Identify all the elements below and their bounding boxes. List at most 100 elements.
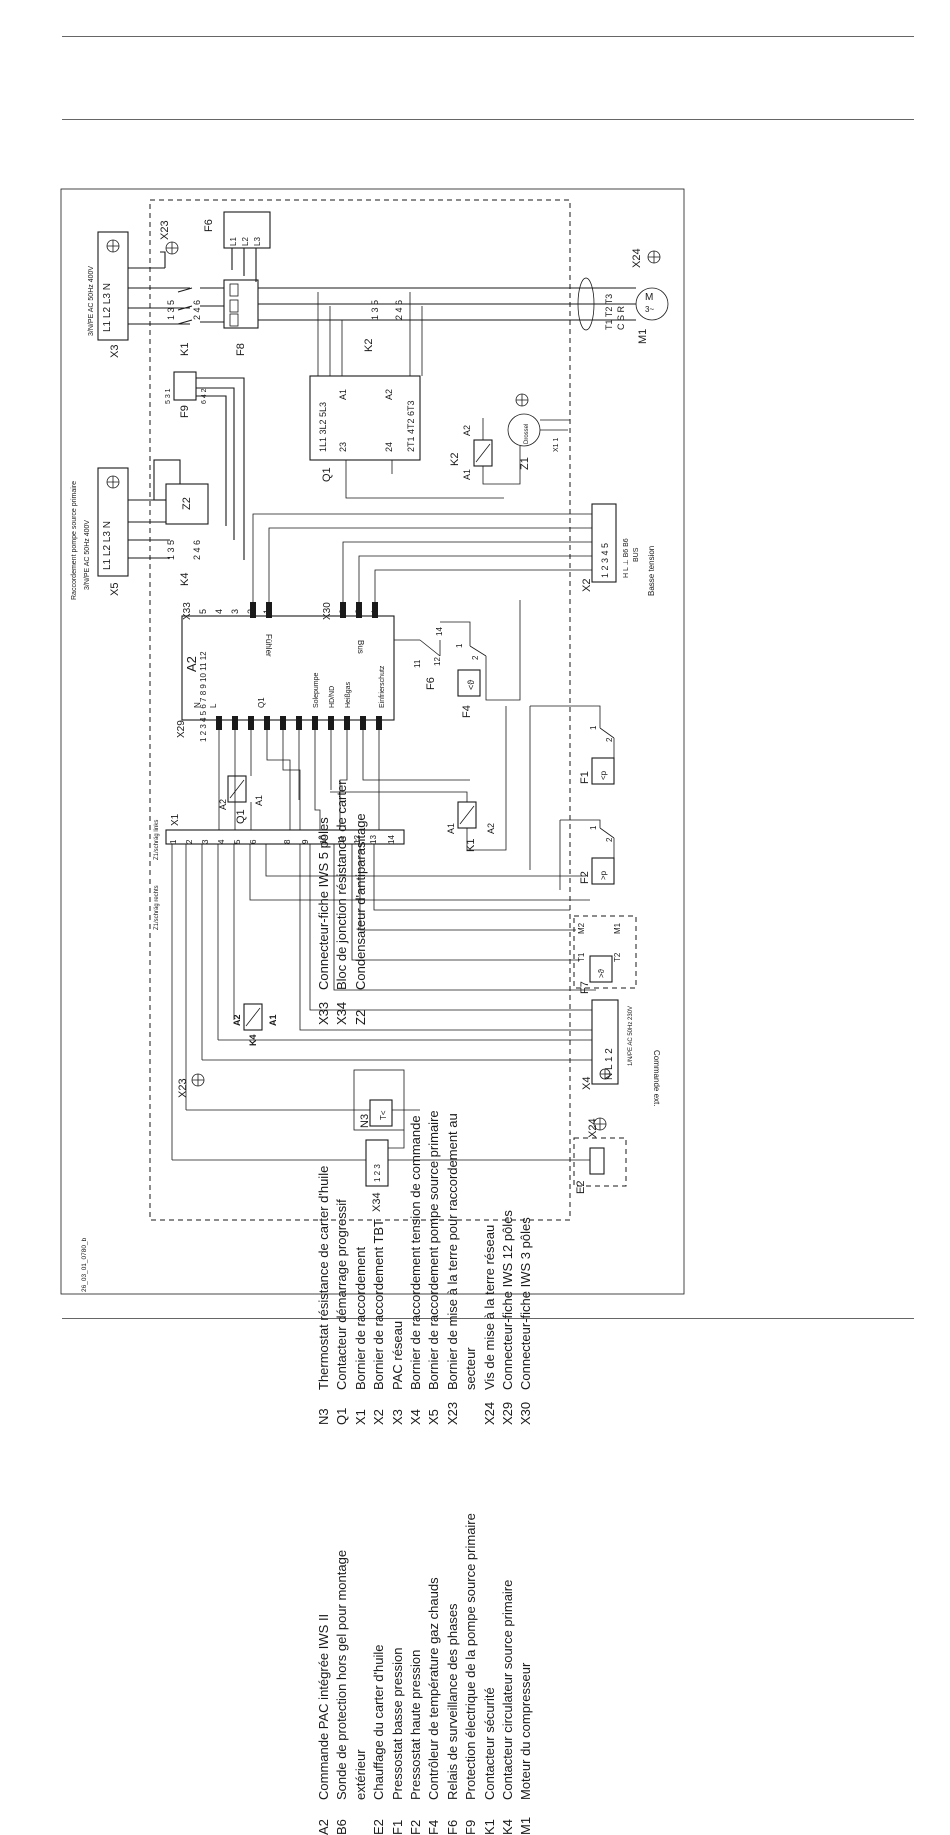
second-rule	[62, 119, 914, 120]
svg-text:11: 11	[413, 659, 422, 668]
svg-text:M1: M1	[613, 922, 622, 934]
svg-text:2T1 4T2 6T3: 2T1 4T2 6T3	[406, 400, 416, 452]
connector-x33: X33 5 4 3 2 1	[182, 602, 272, 620]
svg-text:Q1: Q1	[235, 809, 247, 824]
soft-starter-q1: 1L1 3L2 5L3 2T1 4T2 6T3 23 24 A1 A2 Q1	[309, 375, 421, 482]
svg-text:L1 L2 L3 N: L1 L2 L3 N	[102, 521, 113, 570]
svg-text:3: 3	[201, 839, 210, 844]
svg-text:2: 2	[185, 839, 194, 844]
contactor-k4: 1 3 5 2 4 6 K4 Z2	[153, 459, 209, 586]
fuse-f8: F8	[223, 279, 259, 356]
svg-text:M: M	[645, 292, 653, 303]
svg-text:1: 1	[589, 725, 598, 730]
svg-text:X1: X1	[170, 813, 181, 826]
svg-text:X33: X33	[182, 602, 193, 620]
svg-text:K2: K2	[363, 339, 375, 352]
relay-f6-top: L1 L2 L3 F6	[203, 211, 271, 249]
svg-text:X23: X23	[177, 1078, 189, 1098]
wiring-diagram: 26_03_01_0780_b L1 L2 L3 N 3/N/PE AC 50H…	[60, 188, 685, 1295]
drawing-frame	[60, 188, 685, 1295]
svg-text:A1: A1	[446, 823, 456, 834]
svg-text:23: 23	[338, 442, 348, 452]
svg-text:A1: A1	[338, 389, 348, 400]
suppressor-z1: Drossel Z1 X1 1	[507, 393, 560, 470]
svg-text:N3: N3	[359, 1114, 371, 1128]
svg-text:T1: T1	[577, 952, 586, 962]
svg-text:X1 1: X1 1	[553, 437, 560, 452]
thermo-f7: >ϑ M2 M1 T1 T2 F7	[573, 915, 637, 994]
svg-text:T<: T<	[379, 1110, 388, 1120]
svg-text:HD/ND: HD/ND	[329, 686, 336, 708]
svg-text:E2: E2	[575, 1181, 587, 1194]
supply-x5-label: 3/N/PE AC 50Hz 400V	[84, 520, 91, 590]
svg-text:>p: >p	[599, 870, 608, 880]
svg-text:BUS: BUS	[633, 547, 640, 562]
controller-a2: A2 N L Q1 Solepumpe HD/ND Heißgas Einfri…	[181, 615, 395, 721]
coil-q1: A2 A1 Q1	[218, 775, 264, 824]
ground-x23-bottom: X23	[177, 1073, 205, 1098]
svg-text:Heißgas: Heißgas	[345, 681, 352, 708]
supply-x3-label: 3/N/PE AC 50Hz 400V	[88, 266, 95, 336]
svg-text:2: 2	[471, 655, 480, 660]
svg-text:L2: L2	[241, 237, 250, 246]
svg-text:3~: 3~	[645, 305, 654, 314]
svg-text:C S R: C S R	[616, 305, 626, 330]
svg-text:1 3 5: 1 3 5	[370, 300, 380, 320]
svg-text:T1 T2 T3: T1 T2 T3	[604, 294, 614, 330]
terminal-x5: L1 L2 L3 N Raccordement pompe source pri…	[71, 467, 129, 600]
svg-text:T2: T2	[613, 952, 622, 962]
svg-text:A2: A2	[486, 823, 496, 834]
svg-text:11: 11	[337, 835, 346, 844]
compressor-motor-m1: M 3~ T1 T2 T3 C S R M1	[577, 277, 669, 344]
svg-text:14: 14	[387, 835, 396, 844]
contactor-k1-power: 1 3 5 2 4 6 K1	[166, 287, 202, 356]
svg-text:2: 2	[605, 837, 614, 842]
svg-text:<p: <p	[599, 770, 608, 780]
thermostat-f4: <ϑ F4 1 2	[455, 643, 481, 718]
connector-x29: X29 1 2 3 4 5 6 7 8 9 10 11 12	[176, 651, 382, 742]
coil-k1: A1 A2 K1	[446, 801, 496, 852]
heater-e2: X24 E2	[573, 1117, 627, 1194]
svg-text:4: 4	[217, 839, 226, 844]
svg-text:Z1/schräg links: Z1/schräg links	[154, 820, 160, 860]
svg-text:L3: L3	[253, 237, 262, 246]
svg-text:K1: K1	[179, 343, 191, 356]
svg-text:3: 3	[230, 609, 240, 614]
terminal-x1: X1 1 2 3 4 5 6 8 9 10 11 12 13 14 Z1/sch…	[154, 813, 405, 930]
svg-text:<ϑ: <ϑ	[466, 680, 476, 690]
svg-text:Solepumpe: Solepumpe	[313, 672, 320, 708]
svg-text:L1 L2 L3 N: L1 L2 L3 N	[102, 283, 113, 332]
svg-text:1 3 5: 1 3 5	[166, 540, 176, 560]
svg-text:5: 5	[233, 839, 242, 844]
supply-x5-title: Raccordement pompe source primaire	[71, 481, 78, 600]
contact-f6: 11 12 14 F6	[413, 627, 444, 690]
svg-text:K1: K1	[465, 839, 477, 852]
svg-text:F2: F2	[579, 871, 591, 884]
svg-text:A2: A2	[232, 1014, 242, 1026]
svg-text:5 3 1: 5 3 1	[165, 388, 172, 404]
svg-text:12: 12	[353, 835, 362, 844]
svg-text:A2: A2	[184, 656, 199, 672]
top-rule	[62, 36, 914, 37]
pressostat-f2: >p F2 1 2	[579, 825, 615, 885]
terminal-x4: N L 1 2 1/N/PE AC 50Hz 230V Commande ext…	[581, 999, 661, 1106]
svg-text:F6: F6	[425, 677, 437, 690]
svg-text:X2: X2	[581, 579, 593, 592]
svg-text:N L 1 2: N L 1 2	[604, 1048, 615, 1080]
svg-text:F4: F4	[461, 705, 473, 718]
